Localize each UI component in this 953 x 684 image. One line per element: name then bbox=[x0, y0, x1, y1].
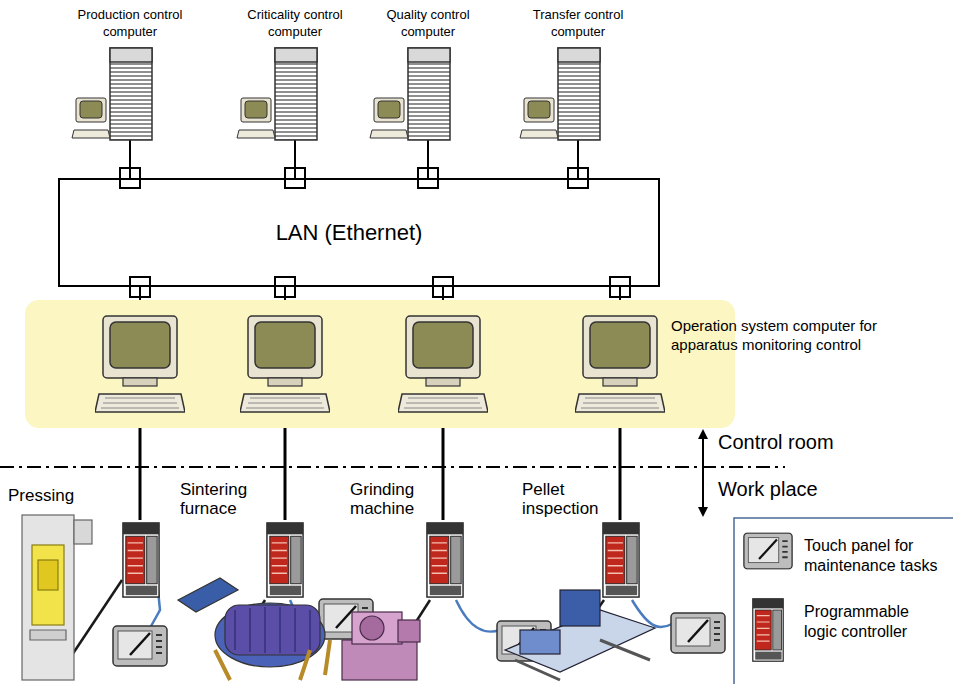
computer-icon bbox=[368, 46, 488, 142]
computer-node: Criticality control computer bbox=[235, 6, 355, 140]
double-arrow bbox=[702, 434, 704, 512]
lan-connector bbox=[139, 287, 141, 300]
plc bbox=[427, 523, 463, 597]
operation-computer bbox=[398, 314, 488, 414]
computer-label: Production control computer bbox=[76, 6, 184, 40]
boundary-line bbox=[0, 466, 785, 468]
machine-label: Grinding machine bbox=[350, 480, 436, 518]
lan-connector bbox=[619, 287, 621, 300]
legend-box bbox=[734, 518, 953, 684]
computer-icon bbox=[518, 46, 638, 142]
legend-sample bbox=[742, 532, 794, 570]
lan-connector bbox=[294, 140, 296, 178]
computer-label: Transfer control computer bbox=[524, 6, 632, 40]
lan-ring: LAN (Ethernet) bbox=[58, 178, 660, 287]
computer-node: Quality control computer bbox=[368, 6, 488, 140]
plc bbox=[267, 523, 303, 597]
lan-port bbox=[120, 168, 630, 297]
computer-node: Transfer control computer bbox=[518, 6, 638, 140]
grinding-machine bbox=[342, 612, 420, 680]
zone-label: Control room bbox=[718, 431, 918, 453]
plc-sample bbox=[752, 598, 784, 662]
computer-node: Production control computer bbox=[70, 6, 190, 140]
lan-connector bbox=[129, 140, 131, 178]
machine-label: Pellet inspection bbox=[522, 480, 610, 518]
operation-computer bbox=[95, 314, 185, 414]
legend-text: Programmable logic controller bbox=[804, 602, 942, 642]
computer-label: Criticality control computer bbox=[241, 6, 349, 40]
lan-label: LAN (Ethernet) bbox=[276, 220, 423, 246]
touch-panel bbox=[671, 613, 725, 653]
machine-label: Pressing bbox=[8, 486, 98, 505]
computer-label: Quality control computer bbox=[374, 6, 482, 40]
plc bbox=[603, 523, 639, 597]
machine-label: Sintering furnace bbox=[180, 480, 272, 518]
computer-icon bbox=[235, 46, 355, 142]
operation-computer bbox=[240, 314, 330, 414]
plc bbox=[123, 523, 159, 597]
band-label: Operation system computer for apparatus … bbox=[671, 316, 911, 354]
computer-icon bbox=[70, 46, 190, 142]
lan-connector bbox=[284, 287, 286, 300]
legend-sample bbox=[742, 598, 794, 662]
lan-connector bbox=[427, 140, 429, 178]
press-machine bbox=[22, 515, 92, 680]
lan-connector bbox=[442, 287, 444, 300]
zone-label: Work place bbox=[718, 478, 918, 500]
pellet-inspection-machine bbox=[505, 590, 655, 680]
sintering-furnace bbox=[178, 578, 330, 680]
operation-computer bbox=[575, 314, 665, 414]
operation-band: Operation system computer for apparatus … bbox=[25, 300, 735, 428]
legend-text: Touch panel for maintenance tasks bbox=[804, 536, 942, 576]
touch-panel-sample bbox=[743, 532, 793, 570]
lan-connector bbox=[577, 140, 579, 178]
touch-panel bbox=[113, 626, 167, 666]
